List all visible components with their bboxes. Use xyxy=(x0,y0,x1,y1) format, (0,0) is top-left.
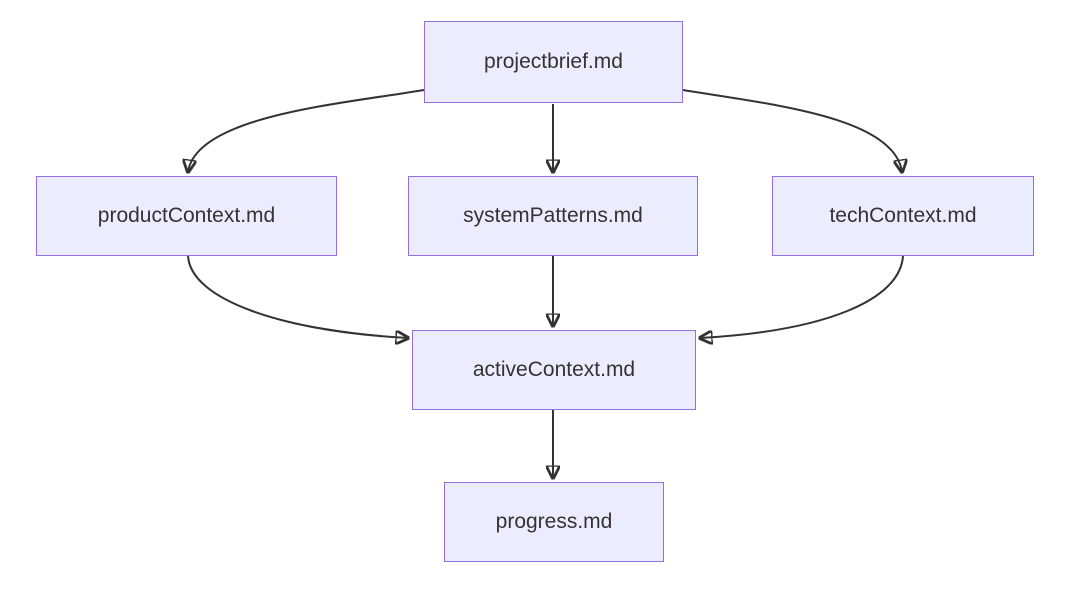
node-activeContext-label: activeContext.md xyxy=(472,358,636,381)
edge-techContext-to-activeContext xyxy=(700,255,904,338)
node-projectbrief: projectbrief.md xyxy=(424,21,683,103)
node-activeContext: activeContext.md xyxy=(412,330,696,410)
node-progress-label: progress.md xyxy=(495,510,613,533)
node-progress: progress.md xyxy=(444,482,664,562)
node-productContext-label: productContext.md xyxy=(97,204,276,227)
node-systemPatterns: systemPatterns.md xyxy=(408,176,698,256)
edge-productContext-to-activeContext xyxy=(187,255,408,338)
edge-projectbrief-to-techContext xyxy=(682,89,902,172)
edge-projectbrief-to-productContext xyxy=(188,89,425,172)
node-projectbrief-label: projectbrief.md xyxy=(484,50,623,73)
node-techContext: techContext.md xyxy=(772,176,1034,256)
node-techContext-label: techContext.md xyxy=(829,204,977,227)
node-systemPatterns-label: systemPatterns.md xyxy=(463,204,643,227)
node-productContext: productContext.md xyxy=(36,176,337,256)
